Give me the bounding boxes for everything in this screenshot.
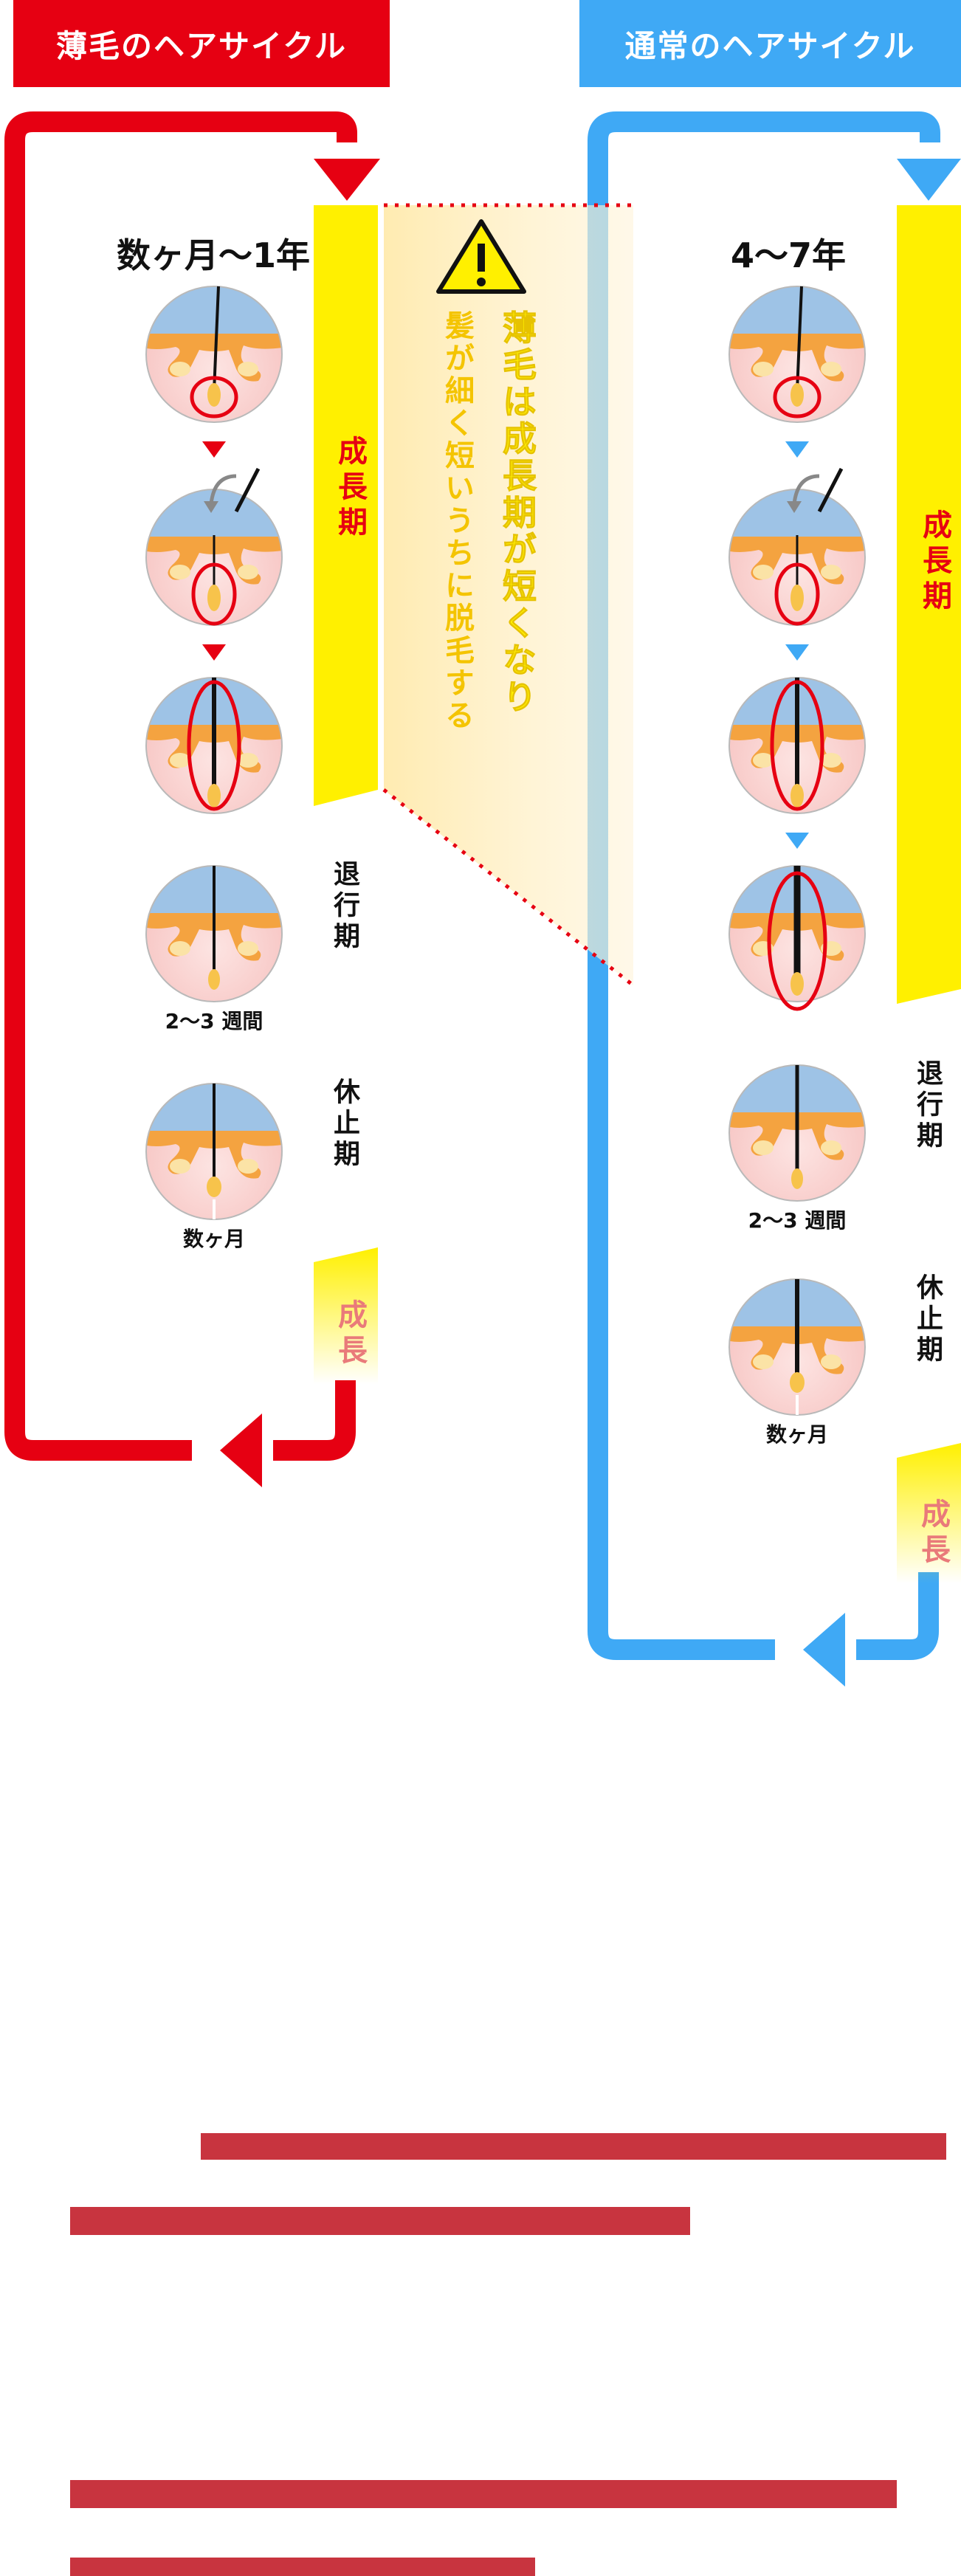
thinning-catagen-duration: 2〜3 週間 (165, 1009, 264, 1033)
normal-growth-bar (897, 205, 961, 1004)
normal-follicle-catagen (723, 1059, 871, 1207)
thinning-growth-bar (314, 205, 378, 806)
normal-next-growth-bar (897, 1443, 961, 1583)
normal-growth-label: 成長期 (917, 509, 951, 616)
normal-follicle-2 (723, 467, 871, 631)
normal-catagen-label: 退行期 (912, 1059, 943, 1152)
normal-follicle-1 (723, 280, 871, 428)
normal-catagen-duration: 2〜3 週間 (748, 1208, 847, 1233)
thinning-top-arrowhead (314, 159, 380, 201)
normal-next-growth-label: 成長 (916, 1498, 950, 1569)
thinning-telogen-label: 休止期 (329, 1078, 359, 1171)
thinning-catagen-label: 退行期 (329, 860, 359, 953)
thinning-cycle-loop (4, 111, 357, 1461)
normal-follicle-4 (723, 860, 871, 1011)
thinning-telogen-duration: 数ヶ月 (182, 1227, 245, 1251)
thinning-title: 薄毛のヘアサイクル (13, 0, 390, 87)
warning-region (384, 205, 633, 985)
thinning-follicle-2 (140, 467, 288, 631)
thinning-next-growth-bar (314, 1247, 378, 1384)
thinning-follicle-3 (140, 672, 288, 819)
redacted-text-block-1 (70, 2133, 946, 2235)
normal-top-arrowhead (897, 159, 961, 201)
warning-icon (436, 219, 526, 294)
normal-telogen-duration: 数ヶ月 (765, 1422, 828, 1447)
redacted-text-block-2 (70, 2480, 897, 2576)
normal-follicle-3 (723, 672, 871, 819)
thinning-growth-period: 数ヶ月〜1年 (117, 235, 311, 275)
thinning-follicle-catagen (140, 860, 288, 1008)
thinning-growth-label: 成長期 (333, 435, 367, 542)
normal-follicle-telogen (723, 1273, 871, 1421)
normal-cycle-loop (588, 111, 940, 1660)
thinning-follicle-1 (140, 280, 288, 428)
warning-text-main: 薄毛は成長期が短くなり (497, 310, 538, 717)
thinning-next-growth-label: 成長 (333, 1299, 367, 1370)
normal-telogen-label: 休止期 (912, 1273, 943, 1366)
warning-text-sub: 髪が細く短いうちに脱毛する (440, 310, 474, 732)
thinning-bottom-arrowhead (220, 1413, 262, 1487)
thinning-follicle-telogen (140, 1078, 288, 1225)
normal-bottom-arrowhead (803, 1613, 845, 1687)
normal-title: 通常のヘアサイクル (579, 0, 961, 87)
normal-growth-period: 4〜7年 (731, 235, 847, 275)
